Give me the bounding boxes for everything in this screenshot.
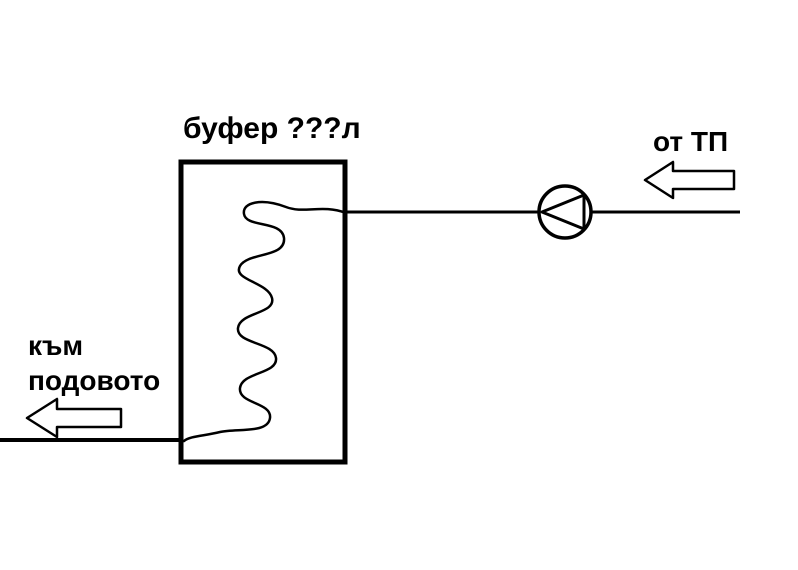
- to-floor-label-line1: към: [28, 330, 84, 361]
- buffer-tank: [178, 159, 348, 465]
- from-tp-label: от ТП: [653, 126, 729, 157]
- pump-icon: [537, 184, 593, 240]
- to-floor-label: към подовото: [28, 328, 160, 398]
- pump-impeller-triangle: [540, 193, 586, 231]
- to-floor-label-line2: подовото: [28, 365, 161, 396]
- from-tp-flow-arrow-icon: [643, 160, 736, 200]
- buffer-tank-label: буфер ???л: [183, 112, 361, 145]
- to-floor-flow-arrow-icon: [25, 397, 123, 439]
- heat-exchanger-coil-icon: [182, 200, 348, 443]
